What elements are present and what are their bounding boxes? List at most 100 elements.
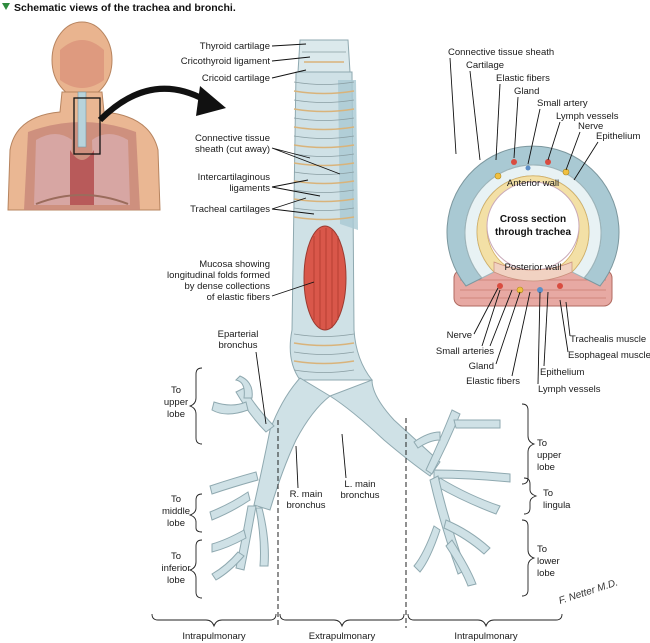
label-r-upper-line2: upper xyxy=(164,397,188,408)
label-r-middle-line2: middle xyxy=(162,506,190,517)
tracheal-ring xyxy=(293,108,355,113)
label-cs-gland: Gland xyxy=(514,86,539,97)
label-intrapulmonary-left: Intrapulmonary xyxy=(182,631,246,642)
tracheal-ring xyxy=(293,126,355,131)
title-marker-icon xyxy=(2,3,10,10)
brace-l-upper xyxy=(521,403,536,485)
tracheal-ring xyxy=(293,342,355,347)
label-cs-sheath: Connective tissue sheath xyxy=(448,47,554,58)
label-cs-bot-epithelium: Epithelium xyxy=(540,367,584,378)
label-cs-bot-gland: Gland xyxy=(469,361,494,372)
label-thyroid-cartilage: Thyroid cartilage xyxy=(200,41,270,52)
label-mucosa-line1: Mucosa showing xyxy=(199,259,270,270)
label-r-upper-line1: To xyxy=(171,385,181,396)
label-cs-posterior-wall: Posterior wall xyxy=(504,262,561,273)
label-l-main-line2: bronchus xyxy=(340,490,379,501)
label-mucosa-line3: by dense collections xyxy=(184,281,270,292)
signature-text: F. Netter M.D. xyxy=(558,577,620,606)
label-cs-bot-elastic: Elastic fibers xyxy=(466,376,520,387)
label-cs-elastic: Elastic fibers xyxy=(496,73,550,84)
label-l-lower-line1: To xyxy=(537,544,547,555)
brace-l-lower xyxy=(521,519,536,597)
tracheal-ring xyxy=(293,333,355,337)
brace-r-inferior xyxy=(188,539,203,599)
label-intrapulmonary-right: Intrapulmonary xyxy=(454,631,518,642)
label-sheath-line1: Connective tissue xyxy=(195,133,270,144)
figure-title: Schematic views of the trachea and bronc… xyxy=(2,2,236,14)
tracheal-ring xyxy=(293,171,355,175)
label-cs-bot-nerve: Nerve xyxy=(447,330,472,341)
label-cs-bot-small-arteries: Small arteries xyxy=(436,346,494,357)
tracheal-ring xyxy=(293,189,355,193)
label-extrapulmonary: Extrapulmonary xyxy=(309,631,376,642)
arrow-head-icon xyxy=(196,86,226,116)
label-l-lingula-line1: To xyxy=(543,488,553,499)
tracheal-ring xyxy=(293,90,355,95)
label-cricothyroid-ligament: Cricothyroid ligament xyxy=(181,56,271,67)
label-cs-cartilage: Cartilage xyxy=(466,60,504,71)
trachea-labels: Thyroid cartilage Cricothyroid ligament … xyxy=(167,41,380,511)
label-mucosa-line2: longitudinal folds formed xyxy=(167,270,270,281)
label-l-lingula-line2: lingula xyxy=(543,500,571,511)
tracheal-ring xyxy=(293,351,355,355)
label-cs-center-line1: Cross section xyxy=(500,214,566,225)
label-intercart-line2: ligaments xyxy=(229,183,270,194)
label-r-main-line2: bronchus xyxy=(286,500,325,511)
brace-intra-left xyxy=(151,613,277,628)
right-lobe-labels: To upper lobe To middle lobe To inferior… xyxy=(161,367,203,599)
label-eparterial-line2: bronchus xyxy=(218,340,257,351)
tracheal-ring xyxy=(293,162,355,167)
label-l-upper-line3: lobe xyxy=(537,462,555,473)
label-r-inferior-line3: lobe xyxy=(167,575,185,586)
label-r-middle-line3: lobe xyxy=(167,518,185,529)
netter-signature: F. Netter M.D. xyxy=(558,577,620,606)
title-text: Schematic views of the trachea and bronc… xyxy=(14,2,236,14)
label-r-upper-line3: lobe xyxy=(167,409,185,420)
label-cs-anterior-wall: Anterior wall xyxy=(507,178,559,189)
label-r-inferior-line2: inferior xyxy=(161,563,190,574)
label-tracheal-cartilages: Tracheal cartilages xyxy=(190,204,270,215)
label-cs-bot-lymph: Lymph vessels xyxy=(538,384,601,395)
pointer-arrow xyxy=(97,85,207,123)
label-cricoid-cartilage: Cricoid cartilage xyxy=(202,73,270,84)
torso-thumbnail xyxy=(7,21,161,211)
label-r-inferior-line1: To xyxy=(171,551,181,562)
tracheal-ring xyxy=(293,135,355,139)
label-cs-lymph: Lymph vessels xyxy=(556,111,619,122)
tracheal-ring xyxy=(293,369,355,373)
trachea-drawing xyxy=(209,39,511,587)
tracheal-ring xyxy=(293,216,355,221)
label-l-lower-line3: lobe xyxy=(537,568,555,579)
cross-section-labels: Connective tissue sheath Cartilage Elast… xyxy=(436,47,650,395)
brace-intra-right xyxy=(407,613,563,628)
trachea-highlight-box xyxy=(73,97,101,155)
label-cs-small-artery: Small artery xyxy=(537,98,588,109)
mucosa-window xyxy=(303,225,347,331)
label-l-main-line1: L. main xyxy=(344,479,375,490)
label-cs-bot-trachealis: Trachealis muscle xyxy=(570,334,646,345)
cross-section-drawing xyxy=(446,145,620,307)
label-l-lower-line2: lower xyxy=(537,556,560,567)
label-cs-center-line2: through trachea xyxy=(495,227,572,238)
tracheal-ring xyxy=(293,81,355,85)
label-cs-bot-esophageal: Esophageal muscle xyxy=(568,350,650,361)
tracheal-ring xyxy=(293,117,355,121)
label-cs-nerve: Nerve xyxy=(578,121,603,132)
tracheal-ring xyxy=(293,99,355,103)
brace-extra xyxy=(279,613,405,628)
left-lobe-labels: To upper lobe To lingula To lower lobe xyxy=(521,403,571,597)
tracheal-ring xyxy=(293,144,355,149)
tracheal-ring xyxy=(293,207,355,211)
label-l-upper-line1: To xyxy=(537,438,547,449)
brace-r-upper xyxy=(188,367,203,445)
label-intercart-line1: Intercartilaginous xyxy=(198,172,271,183)
label-sheath-line2: sheath (cut away) xyxy=(195,144,270,155)
label-r-middle-line1: To xyxy=(171,494,181,505)
brace-r-middle xyxy=(188,493,203,533)
label-mucosa-line4: of elastic fibers xyxy=(207,292,271,303)
label-r-main-line1: R. main xyxy=(290,489,323,500)
brace-l-lingula xyxy=(523,477,538,515)
label-cs-epithelium: Epithelium xyxy=(596,131,640,142)
label-l-upper-line2: upper xyxy=(537,450,561,461)
